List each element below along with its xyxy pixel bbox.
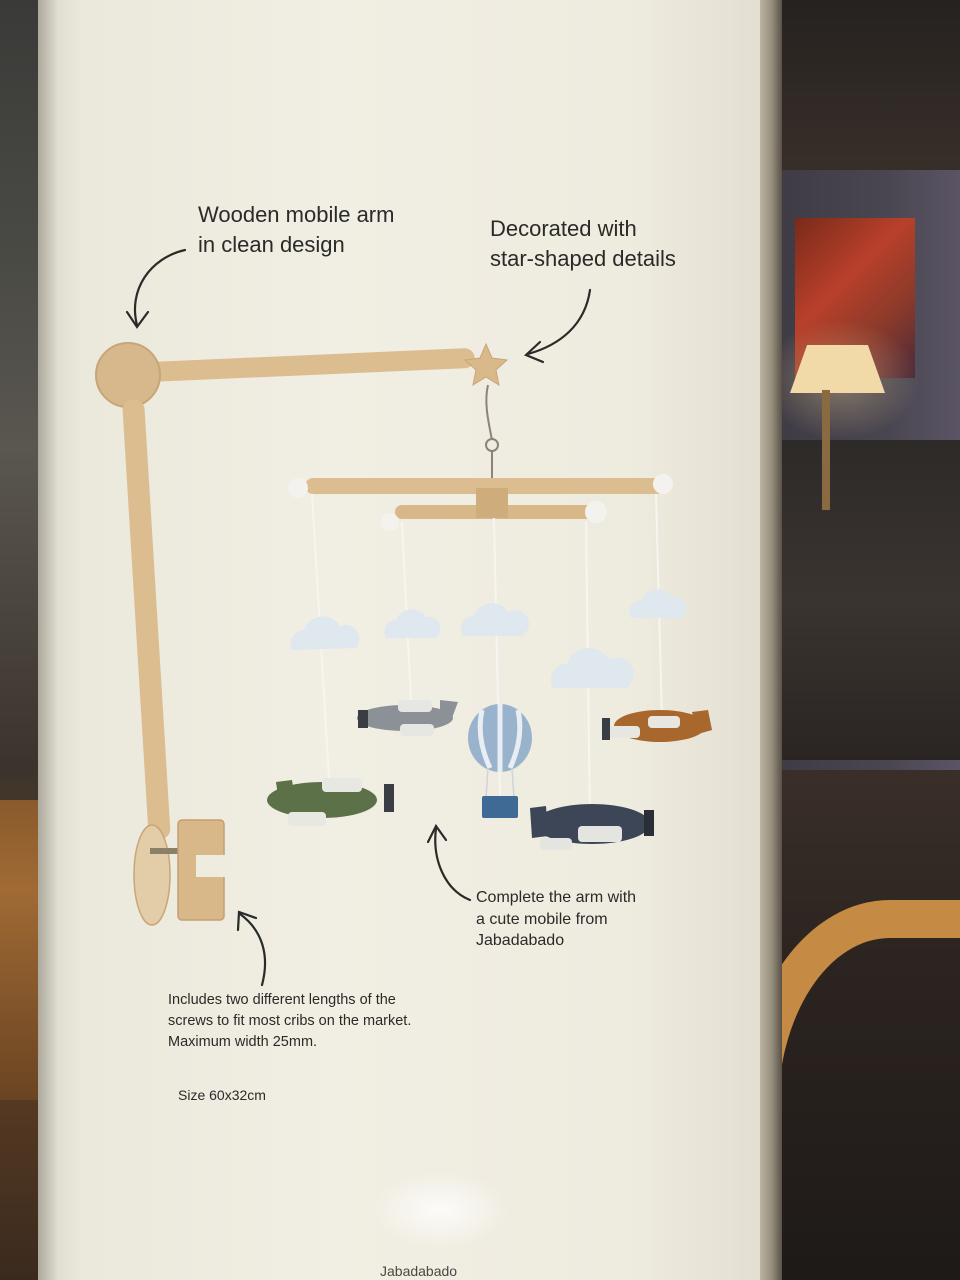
hook xyxy=(485,384,499,488)
cloud-4 xyxy=(550,648,634,688)
arrow-screws-head xyxy=(236,910,258,932)
mobile-bars xyxy=(288,474,673,531)
arrow-mobile xyxy=(434,826,472,902)
room-furniture xyxy=(770,440,960,760)
plane-navy xyxy=(530,804,654,850)
arrow-arm-head xyxy=(125,310,150,329)
arrow-star-head xyxy=(523,340,545,364)
hot-air-balloon xyxy=(468,704,532,818)
plane-green xyxy=(267,778,394,826)
plane-grey xyxy=(357,700,458,736)
wooden-arm xyxy=(95,342,509,926)
caption-arm: Wooden mobile arm in clean design xyxy=(198,202,395,257)
caption-screws: Includes two different lengths of the sc… xyxy=(168,992,412,1051)
plane-orange xyxy=(602,710,712,742)
clouds xyxy=(290,589,687,688)
arrow-star xyxy=(526,288,592,356)
caption-star: Decorated with star-shaped details xyxy=(490,216,676,271)
box-edge xyxy=(760,0,782,1280)
cloud-2 xyxy=(384,609,441,638)
arrow-arm xyxy=(133,248,187,327)
box-shadow xyxy=(38,0,58,1280)
star-detail xyxy=(463,342,509,387)
lamp-shade xyxy=(790,345,885,393)
arrows xyxy=(125,248,592,987)
arrow-mobile-head xyxy=(426,823,448,844)
caption-complete: Complete the arm with a cute mobile from… xyxy=(476,889,637,950)
cloud-3 xyxy=(460,603,529,636)
caption-size: Size 60x32cm xyxy=(178,1087,266,1103)
arrow-screws xyxy=(238,912,267,987)
caption-bottom-partial: Jabadabado xyxy=(380,1263,458,1279)
cloud-bottom xyxy=(370,1170,510,1250)
cloud-5 xyxy=(629,589,687,618)
lamp-pole xyxy=(822,390,830,510)
cloud-1 xyxy=(290,616,360,650)
